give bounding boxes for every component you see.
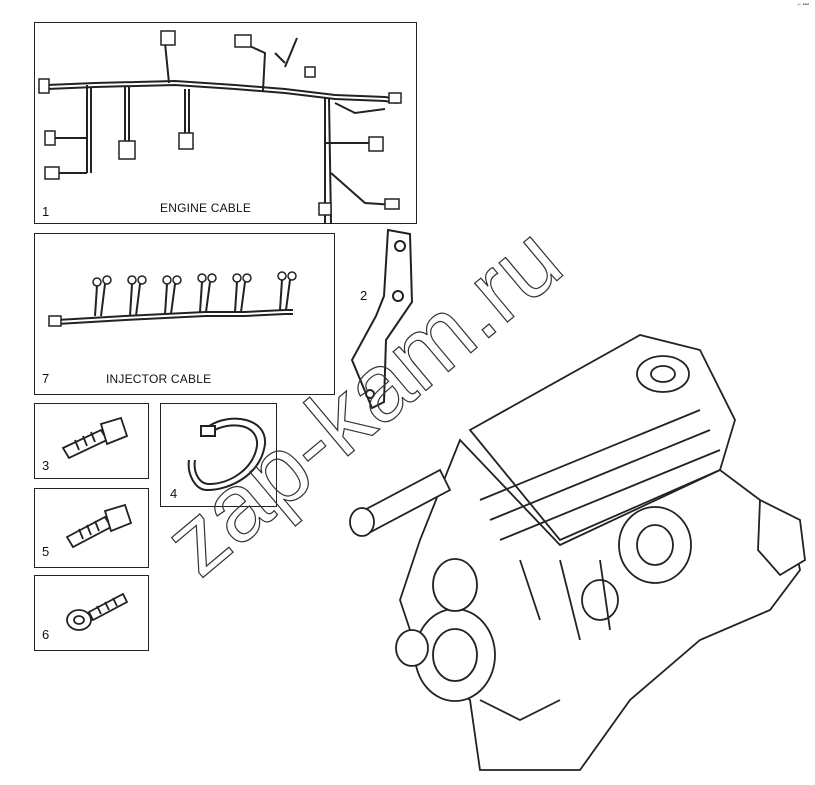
engine-cable-drawing [38,30,402,224]
engine-cable-panel [34,22,417,224]
corner-mark: ⌐ ▪▪▪ [797,2,809,8]
bolt-b-drawing [65,503,133,549]
bolt-c-panel [34,575,149,651]
part-number-3: 3 [42,458,50,473]
injector-cable-label: INJECTOR CABLE [106,372,212,386]
clamp-drawing [187,417,267,492]
bolt-b-panel [34,488,149,568]
injector-cable-panel [34,233,335,395]
injector-cable-drawing [48,271,297,327]
bolt-c-drawing [66,592,129,631]
part-number-2: 2 [360,288,368,303]
part-number-4: 4 [170,486,178,501]
part-number-1: 1 [42,204,50,219]
part-number-6: 6 [42,627,50,642]
part-number-5: 5 [42,544,50,559]
engine-cable-label: ENGINE CABLE [160,201,252,215]
watermark: zap-kam.ru [144,205,582,597]
clamp-panel [160,403,277,507]
bolt-a-panel [34,403,149,479]
watermark-text: zap-kam.ru [145,205,582,596]
part-number-7: 7 [42,371,50,386]
bolt-a-drawing [61,416,129,460]
